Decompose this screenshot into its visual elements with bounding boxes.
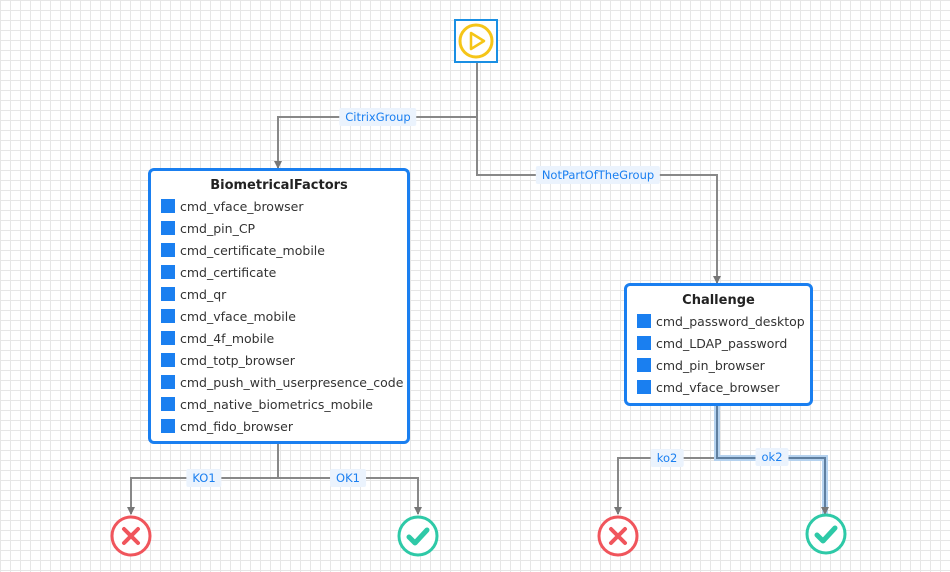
command-label: cmd_4f_mobile: [180, 330, 275, 346]
command-square-icon: [637, 314, 651, 328]
command-square-icon: [161, 419, 175, 433]
command-item: cmd_certificate: [161, 261, 407, 283]
command-label: cmd_qr: [180, 286, 227, 302]
command-item: cmd_pin_browser: [637, 354, 810, 376]
command-label: cmd_vface_mobile: [180, 308, 296, 324]
node-title: BiometricalFactors: [210, 178, 348, 193]
command-label: cmd_pin_browser: [656, 357, 765, 373]
command-item: cmd_LDAP_password: [637, 332, 810, 354]
biometrical-factors-node[interactable]: BiometricalFactors cmd_vface_browser cmd…: [148, 168, 410, 444]
command-item: cmd_fido_browser: [161, 415, 407, 437]
command-square-icon: [637, 336, 651, 350]
command-item: cmd_password_desktop: [637, 310, 810, 332]
edge-label-citrix-group[interactable]: CitrixGroup: [339, 108, 417, 126]
challenge-node[interactable]: Challenge cmd_password_desktop cmd_LDAP_…: [624, 283, 813, 406]
command-label: cmd_push_with_userpresence_code: [180, 374, 404, 390]
command-label: cmd_vface_browser: [180, 198, 304, 214]
command-square-icon: [161, 243, 175, 257]
command-item: cmd_pin_CP: [161, 217, 407, 239]
command-item: cmd_totp_browser: [161, 349, 407, 371]
start-node[interactable]: [454, 19, 498, 63]
command-label: cmd_certificate_mobile: [180, 242, 325, 258]
command-label: cmd_password_desktop: [656, 313, 805, 329]
command-square-icon: [161, 265, 175, 279]
command-label: cmd_totp_browser: [180, 352, 295, 368]
command-item: cmd_qr: [161, 283, 407, 305]
command-item: cmd_vface_browser: [637, 376, 810, 398]
edge-label-ok2[interactable]: ok2: [755, 448, 789, 466]
command-label: cmd_LDAP_password: [656, 335, 788, 351]
command-square-icon: [161, 287, 175, 301]
check-circle-icon[interactable]: [804, 512, 848, 556]
command-square-icon: [161, 199, 175, 213]
command-square-icon: [161, 397, 175, 411]
edge-label-ko2[interactable]: ko2: [650, 449, 684, 467]
command-square-icon: [161, 375, 175, 389]
command-label: cmd_pin_CP: [180, 220, 256, 236]
command-square-icon: [637, 380, 651, 394]
command-item: cmd_native_biometrics_mobile: [161, 393, 407, 415]
command-item: cmd_vface_browser: [161, 195, 407, 217]
node-title: Challenge: [682, 293, 755, 308]
command-label: cmd_certificate: [180, 264, 277, 280]
command-label: cmd_vface_browser: [656, 379, 780, 395]
command-item: cmd_certificate_mobile: [161, 239, 407, 261]
command-item: cmd_push_with_userpresence_code: [161, 371, 407, 393]
x-circle-icon[interactable]: [109, 514, 153, 558]
command-square-icon: [161, 221, 175, 235]
command-square-icon: [161, 309, 175, 323]
command-item: cmd_4f_mobile: [161, 327, 407, 349]
play-icon: [458, 23, 494, 59]
edge-label-ko1[interactable]: KO1: [186, 469, 222, 487]
command-label: cmd_fido_browser: [180, 418, 293, 434]
edge-label-ok1[interactable]: OK1: [330, 469, 366, 487]
command-label: cmd_native_biometrics_mobile: [180, 396, 373, 412]
command-item: cmd_vface_mobile: [161, 305, 407, 327]
command-square-icon: [161, 331, 175, 345]
check-circle-icon[interactable]: [396, 514, 440, 558]
command-square-icon: [637, 358, 651, 372]
edge-label-not-part-of-group[interactable]: NotPartOfTheGroup: [535, 166, 661, 184]
x-circle-icon[interactable]: [596, 514, 640, 558]
command-square-icon: [161, 353, 175, 367]
